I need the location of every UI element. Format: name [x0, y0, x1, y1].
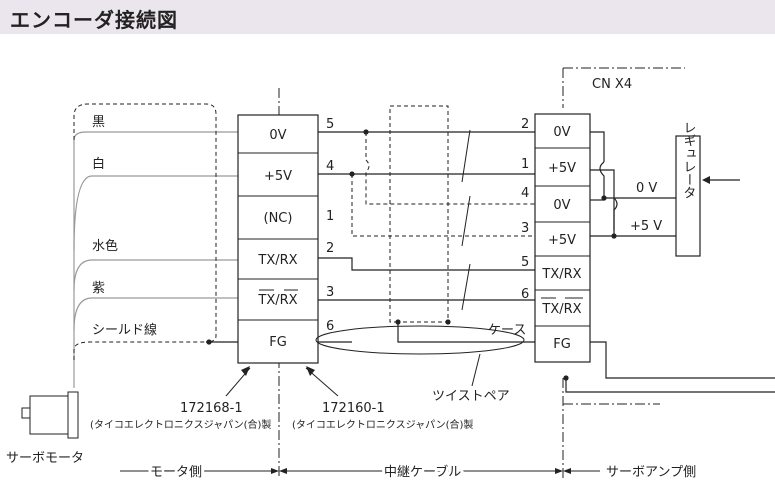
cable-fg-shield	[397, 322, 535, 343]
amp-connector	[534, 113, 591, 363]
wire-purple	[73, 297, 238, 331]
amp-pin-signal-1: +5V	[548, 161, 576, 176]
reg-0v-line	[599, 161, 676, 199]
servo-motor-symbol	[21, 391, 79, 439]
motor-pin-num-1: 1	[326, 209, 334, 224]
fg-ground-line	[590, 341, 775, 379]
amp-pin-num-6: 6	[521, 287, 529, 302]
regulator-box	[675, 135, 701, 257]
relay-part-no: 172160-1	[322, 401, 385, 416]
amp-pin-signal-6: TX/RX	[541, 302, 581, 317]
twisted-pair-shield	[389, 105, 449, 323]
amp-pin-num-2: 2	[521, 117, 529, 132]
relay-part-maker: (タイコエレクトロニクスジャパン(合)製	[292, 418, 473, 431]
regulator-label: レギュレータ	[681, 121, 696, 199]
section-motor-side: モータ側	[150, 465, 202, 480]
amp-pin-signal-5: TX/RX	[541, 267, 581, 282]
connector-label-cnx4: CN X4	[592, 77, 632, 92]
amp-pin-signal-fg: FG	[553, 337, 571, 352]
shield-wire	[73, 341, 206, 360]
title-bar: エンコーダ接続図	[0, 0, 775, 34]
shield-envelope	[73, 103, 217, 343]
amp-pin-signal-2: 0V	[553, 125, 570, 140]
motor-pin-signal-2: TX/RX	[257, 253, 297, 268]
motor-pin-signal-4: +5V	[264, 169, 292, 184]
motor-part-no: 172168-1	[180, 401, 243, 416]
wire-label-shield: シールド線	[92, 322, 157, 338]
wire-light-blue	[73, 259, 238, 291]
amp-pin-num-5: 5	[521, 255, 529, 270]
section-arrowhead-motor	[271, 468, 279, 474]
amp-5v-hop	[613, 197, 618, 236]
motor-pin-num-5: 5	[326, 117, 334, 132]
motor-pin-num-3: 3	[326, 285, 334, 300]
section-arrowhead-relay-left	[279, 468, 287, 474]
reg-output-5v: +5 V	[630, 219, 662, 234]
motor-pin-signal-3: TX/RX	[257, 293, 297, 308]
twisted-pair-leader	[471, 353, 481, 387]
amp-pin-signal-4: 0V	[553, 198, 570, 213]
junction-reg-5v	[611, 233, 617, 239]
motor-pin-signal-5: 0V	[269, 128, 286, 143]
wire-label-white: 白	[92, 156, 105, 172]
page-title: エンコーダ接続図	[10, 8, 178, 32]
amp-0v-to-reg	[590, 131, 605, 162]
twisted-pair-label: ツイストペア	[432, 389, 510, 404]
part-arrow-motor	[241, 366, 250, 376]
twist-marks	[461, 129, 471, 311]
junction-reg-0v	[601, 195, 607, 201]
motor-pin-signal-6: FG	[269, 335, 287, 350]
wire-label-black: 黒	[92, 115, 105, 130]
part-arrow-relay	[306, 366, 315, 376]
cable-0v-branch	[365, 132, 535, 205]
motor-pin-signal-1: (NC)	[264, 211, 293, 226]
section-arrowhead-amp	[563, 468, 571, 474]
junction-fg	[563, 375, 569, 381]
amp-pin-num-3: 3	[521, 221, 529, 236]
amp-pin-signal-3: +5V	[548, 233, 576, 248]
section-amp-side: サーボアンプ側	[606, 465, 696, 480]
motor-pin-num-6: 6	[326, 319, 334, 334]
wire-label-purple: 紫	[92, 281, 105, 296]
fg-ground-line-2	[565, 378, 775, 393]
amp-pin-num-4: 4	[521, 186, 529, 201]
amp-pin-num-1: 1	[521, 157, 529, 172]
twisted-pair-ellipse	[315, 325, 525, 355]
reg-output-0v: 0 V	[636, 181, 657, 196]
motor-connector	[237, 114, 319, 364]
wire-label-light-blue: 水色	[92, 238, 118, 254]
motor-pin-num-4: 4	[326, 159, 334, 174]
amp-pin-case: ケース	[488, 323, 526, 338]
cable-txrx	[318, 257, 535, 271]
motor-part-maker: (タイコエレクトロニクスジャパン(合)製	[90, 418, 271, 431]
section-arrowhead-relay-right	[555, 468, 563, 474]
servo-motor-label: サーボモータ	[6, 451, 84, 466]
reg-arrowhead	[702, 176, 710, 184]
motor-pin-num-2: 2	[326, 241, 334, 256]
wire-white	[73, 175, 238, 251]
shield-junction	[206, 339, 212, 345]
cable-5v-branch	[351, 174, 535, 237]
section-relay-cable: 中継ケーブル	[384, 464, 461, 480]
